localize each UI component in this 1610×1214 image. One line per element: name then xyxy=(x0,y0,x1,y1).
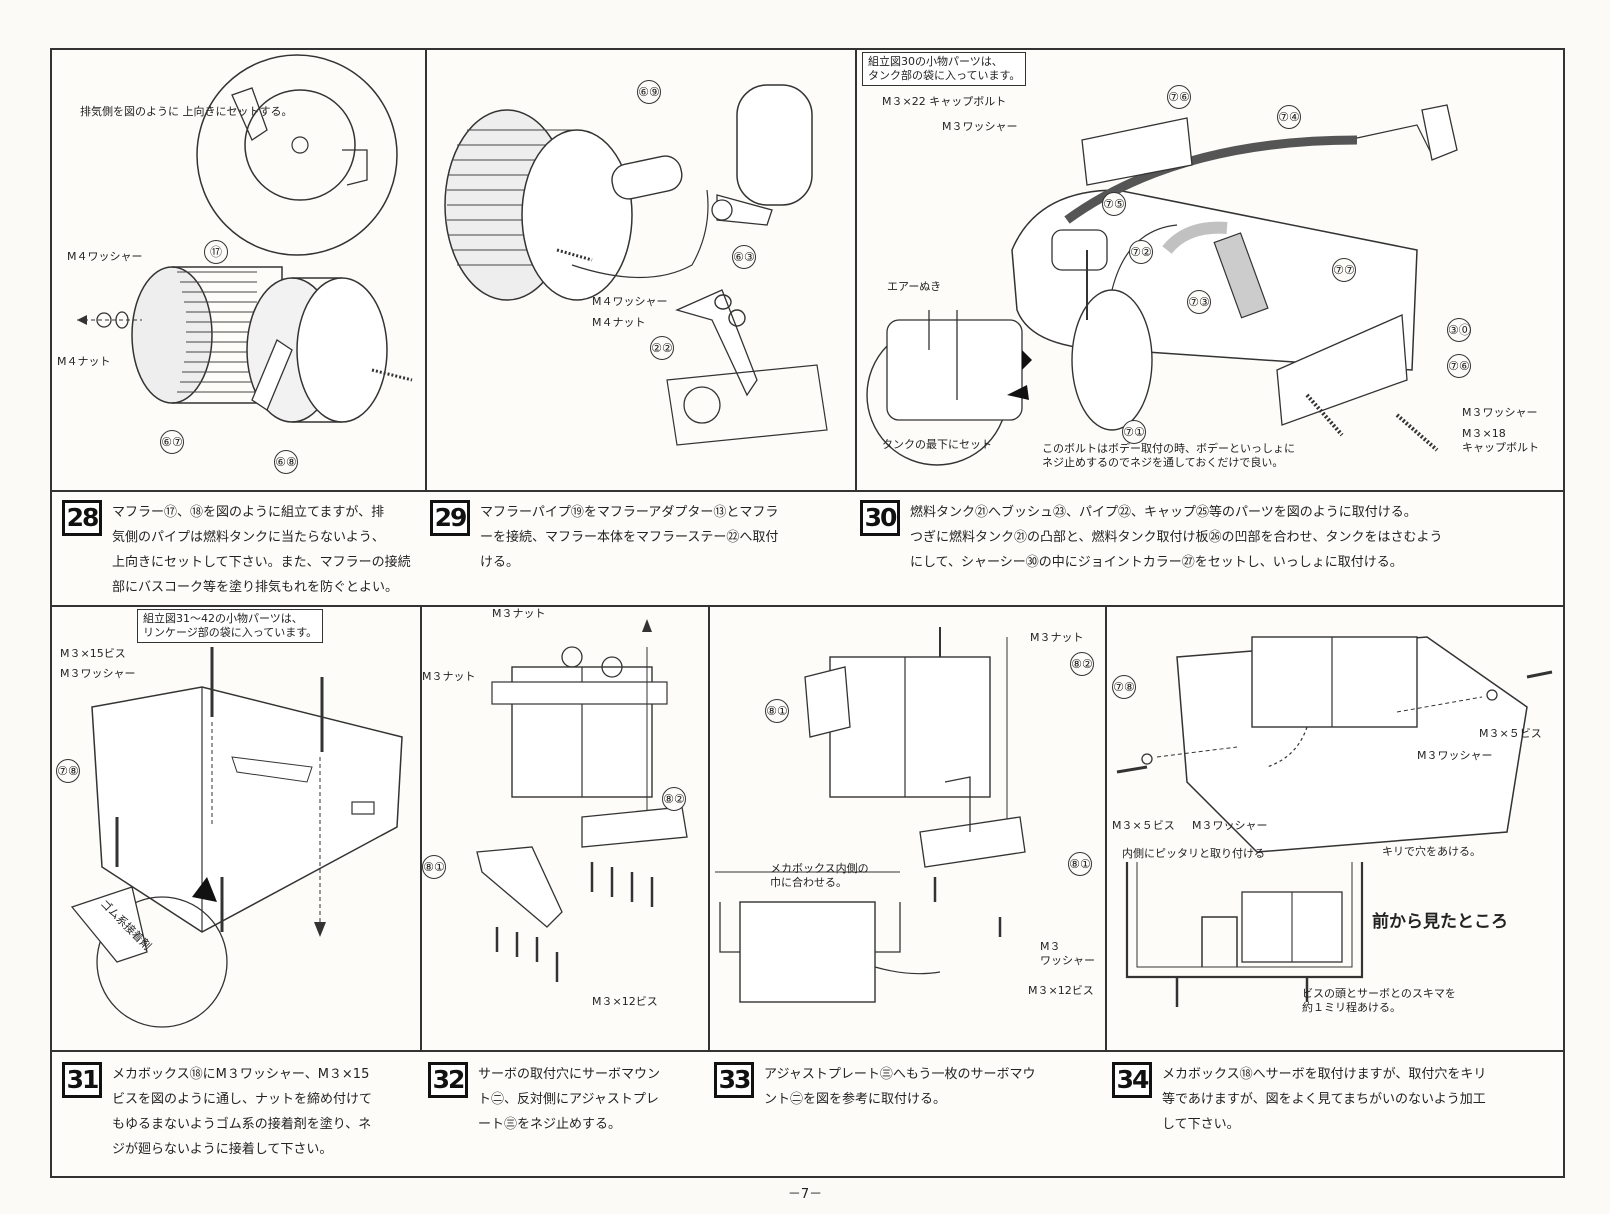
label-m3x12-screw-33: M３×12ビス xyxy=(1028,984,1094,997)
note-parts-bag-31: 組立図31～42の小物パーツは、 リンケージ部の袋に入っています。 xyxy=(137,609,324,643)
page-number: －7－ xyxy=(787,1187,823,1202)
step-28-number: 28 xyxy=(62,500,102,536)
part-22: ②② xyxy=(650,336,674,360)
panel-29-illustration: ⑥⑨ ⑥③ ②② M４ワッシャー M４ナット xyxy=(427,50,854,490)
label-m3-washer-34b: M３ワッシャー xyxy=(1192,819,1268,832)
label-m3-washer-30a: M３ワッシャー xyxy=(942,120,1018,133)
label-m4-nut-29: M４ナット xyxy=(592,316,646,329)
step-33-number: 33 xyxy=(714,1062,754,1098)
part-76-top: ⑦⑥ xyxy=(1167,85,1191,109)
label-m3-washer-30b: M３ワッシャー xyxy=(1462,406,1538,419)
part-77: ⑦⑦ xyxy=(1332,258,1356,282)
part-69: ⑥⑨ xyxy=(637,80,661,104)
label-fit-inside: 内側にピッタリと取り付ける xyxy=(1122,847,1265,860)
step-34: 34 メカボックス⑱へサーボを取付けますが、取付穴をキリ 等であけますが、図をよ… xyxy=(1112,1062,1562,1174)
label-m3x5-screw-34b: M３×５ビス xyxy=(1112,819,1175,832)
part-68: ⑥⑧ xyxy=(274,450,298,474)
part-78-34: ⑦⑧ xyxy=(1112,675,1136,699)
mecha-box-drawing xyxy=(70,647,403,1028)
panel-30-illustration: 組立図30の小物パーツは、 タンク部の袋に入っています。 M３×22 キャップボ… xyxy=(857,50,1563,490)
step-31-number: 31 xyxy=(62,1062,102,1098)
part-67: ⑥⑦ xyxy=(160,430,184,454)
label-air-vent: エアーぬき xyxy=(887,280,942,293)
part-73: ⑦③ xyxy=(1187,290,1211,314)
part-81-33a: ⑧① xyxy=(765,699,789,723)
label-m3-nut-32b: M３ナット xyxy=(422,670,476,683)
step-34-number: 34 xyxy=(1112,1062,1152,1098)
label-tank-bottom: タンクの最下にセット xyxy=(882,438,992,451)
step-28: 28 マフラー⑰、⑱を図のように組立てますが、排 気側のパイプは燃料タンクに当た… xyxy=(62,500,422,600)
label-m3x15-screw: M３×15ビス xyxy=(60,647,126,660)
part-72: ⑦② xyxy=(1129,240,1153,264)
step-33: 33 アジャストプレート㊂へもう一枚のサーボマウ ント㊁を図を参考に取付ける。 xyxy=(714,1062,1100,1174)
part-70: ⑰ xyxy=(204,240,228,264)
label-m3-nut-33: M３ナット xyxy=(1030,631,1084,644)
step-31: 31 メカボックス⑱にM３ワッシャー、M３×15 ビスを図のように通し、ナットを… xyxy=(62,1062,412,1174)
adjust-plate-drawing xyxy=(715,627,1026,1003)
panel-34-illustration: M３×５ビス M３ワッシャー M３×５ビス M３ワッシャー 内側にピッタリと取り… xyxy=(1107,607,1563,1049)
divider-v4 xyxy=(708,605,710,1050)
step-29-text: マフラーパイプ⑲をマフラーアダプター⑬とマフラ ーを接続、マフラー本体をマフラー… xyxy=(480,505,779,570)
divider-mid xyxy=(50,605,1565,607)
divider-v5 xyxy=(1105,605,1107,1050)
step-32-number: 32 xyxy=(428,1062,468,1098)
muffler-pipe-drawing xyxy=(444,84,828,446)
label-m3x18-cap-bolt: M３×18 キャップボルト xyxy=(1462,427,1539,454)
label-m4-nut: M４ナット xyxy=(57,355,111,368)
label-fit-inner-width: メカボックス内側の 巾に合わせる。 xyxy=(770,862,869,889)
step-32-text: サーボの取付穴にサーボマウン ト㊁、反対側にアジャストプレ ート㊂をネジ止めする… xyxy=(478,1067,661,1132)
label-m3-washer-33: M３ ワッシャー xyxy=(1040,940,1095,967)
part-82-33: ⑧② xyxy=(1070,652,1094,676)
step-33-text: アジャストプレート㊂へもう一枚のサーボマウ ント㊁を図を参考に取付ける。 xyxy=(764,1067,1036,1107)
step-30-number: 30 xyxy=(860,500,900,536)
step-30: 30 燃料タンク㉑へブッシュ㉓、パイプ㉒、キャップ㉕等のパーツを図のように取付け… xyxy=(860,500,1560,600)
label-m3x12-screw-32: M３×12ビス xyxy=(592,995,658,1008)
step-32: 32 サーボの取付穴にサーボマウン ト㊁、反対側にアジャストプレ ート㊂をネジ止… xyxy=(428,1062,704,1174)
part-81-32: ⑧① xyxy=(422,855,446,879)
label-m3x5-screw-34a: M３×５ビス xyxy=(1479,727,1542,740)
step-34-text: メカボックス⑱へサーボを取付けますが、取付穴をキリ 等であけますが、図をよく見て… xyxy=(1162,1067,1487,1132)
part-81-33b: ⑧① xyxy=(1068,852,1092,876)
label-m3-nut-32a: M３ナット xyxy=(492,607,546,620)
label-drill-hole: キリで穴をあける。 xyxy=(1382,845,1481,858)
label-m3x22-cap-bolt: M３×22 キャップボルト xyxy=(882,95,1007,108)
servo-install-drawing xyxy=(1116,636,1553,1007)
label-screw-gap: ビスの頭とサーボとのスキマを 約１ミリ程あける。 xyxy=(1302,987,1456,1014)
servo-mount-drawing xyxy=(476,619,688,982)
label-m3-washer-34a: M３ワッシャー xyxy=(1417,749,1493,762)
step-29-number: 29 xyxy=(430,500,470,536)
step-29: 29 マフラーパイプ⑲をマフラーアダプター⑬とマフラ ーを接続、マフラー本体をマ… xyxy=(430,500,850,600)
divider-top-steps xyxy=(50,490,1565,492)
part-75: ⑦⑤ xyxy=(1102,192,1126,216)
note-body-bolt: このボルトはボデー取付の時、ボデーといっしょに ネジ止めするのでネジを通しておく… xyxy=(1042,442,1295,469)
step-31-text: メカボックス⑱にM３ワッシャー、M３×15 ビスを図のように通し、ナットを締め付… xyxy=(112,1067,373,1157)
part-30: ③⓪ xyxy=(1447,318,1471,342)
part-74: ⑦④ xyxy=(1277,105,1301,129)
panel-33-illustration: M３ナット メカボックス内側の 巾に合わせる。 M３ ワッシャー M３×12ビス… xyxy=(710,607,1104,1049)
label-m4-washer-29: M４ワッシャー xyxy=(592,295,668,308)
label-m4-washer: M４ワッシャー xyxy=(67,250,143,263)
note-exhaust-upward: 排気側を図のように 上向きにセットする。 xyxy=(80,105,293,118)
note-parts-bag-30: 組立図30の小物パーツは、 タンク部の袋に入っています。 xyxy=(862,52,1027,86)
part-63: ⑥③ xyxy=(732,245,756,269)
step-30-text: 燃料タンク㉑へブッシュ㉓、パイプ㉒、キャップ㉕等のパーツを図のように取付ける。 … xyxy=(910,505,1443,570)
muffler-drawing xyxy=(77,54,413,423)
panel-28-illustration: 排気側を図のように 上向きにセットする。 M４ワッシャー M４ナット ⑰ ⑥⑦ … xyxy=(52,50,424,490)
step-28-text: マフラー⑰、⑱を図のように組立てますが、排 気側のパイプは燃料タンクに当たらない… xyxy=(112,505,411,595)
divider-v2 xyxy=(855,48,857,490)
panel-31-illustration: 組立図31～42の小物パーツは、 リンケージ部の袋に入っています。 M３×15ビ… xyxy=(52,607,419,1049)
fuel-tank-drawing xyxy=(866,104,1458,466)
part-71: ⑦① xyxy=(1122,420,1146,444)
front-view-title: 前から見たところ xyxy=(1372,912,1508,932)
part-78-31: ⑦⑧ xyxy=(56,759,80,783)
part-76-bottom: ⑦⑥ xyxy=(1447,354,1471,378)
divider-v1 xyxy=(425,48,427,490)
divider-v3 xyxy=(420,605,422,1050)
panel-32-illustration: M３ナット M３ナット M３×12ビス ⑧② ⑧① xyxy=(422,607,707,1049)
divider-bottom-steps xyxy=(50,1050,1565,1052)
part-82-32: ⑧② xyxy=(662,787,686,811)
label-m3-washer-31: M３ワッシャー xyxy=(60,667,136,680)
